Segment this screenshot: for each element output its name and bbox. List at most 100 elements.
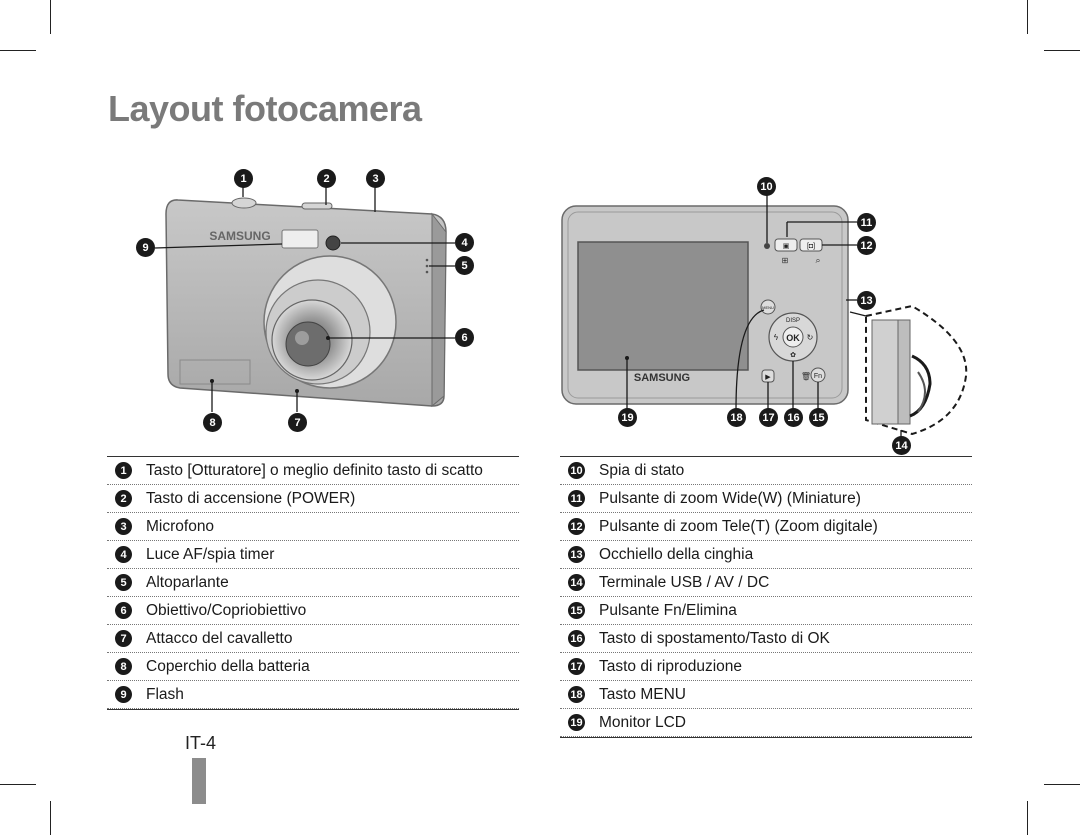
callout-9: 9 <box>136 238 155 257</box>
back-camera: SAMSUNG ▣ [◘] ⊞ ⌕ MENU OK DISP ϟ ↻ ✿ ▶ F… <box>561 205 849 405</box>
callout-16: 16 <box>784 408 803 427</box>
legend-num: 10 <box>568 462 585 479</box>
legend-num: 14 <box>568 574 585 591</box>
legend-label: Coperchio della batteria <box>146 657 310 675</box>
legend-num: 17 <box>568 658 585 675</box>
legend-num: 19 <box>568 714 585 731</box>
svg-text:🗑: 🗑 <box>801 372 811 381</box>
svg-text:▣: ▣ <box>783 243 790 250</box>
legend-row: 14 Terminale USB / AV / DC <box>560 569 972 597</box>
legend-row: 1 Tasto [Otturatore] o meglio definito ta… <box>107 457 519 485</box>
legend-row: 5 Altoparlante <box>107 569 519 597</box>
legend-front: 1 Tasto [Otturatore] o meglio definito ta… <box>107 456 519 710</box>
legend-row: 9 Flash <box>107 681 519 709</box>
legend-label: Pulsante Fn/Elimina <box>599 601 737 619</box>
legend-row: 2 Tasto di accensione (POWER) <box>107 485 519 513</box>
legend-row: 10 Spia di stato <box>560 457 972 485</box>
svg-text:⌕: ⌕ <box>815 255 820 265</box>
svg-text:↻: ↻ <box>807 333 814 342</box>
callout-7: 7 <box>288 413 307 432</box>
section-tab <box>192 758 206 804</box>
menu-button-label: MENU <box>762 305 774 310</box>
legend-row: 4 Luce AF/spia timer <box>107 541 519 569</box>
legend-row: 13 Occhiello della cinghia <box>560 541 972 569</box>
legend-num: 5 <box>115 574 132 591</box>
legend-label: Flash <box>146 685 184 703</box>
callout-4: 4 <box>455 233 474 252</box>
ok-button-label: OK <box>786 333 800 343</box>
callout-10: 10 <box>757 177 776 196</box>
crop-mark <box>0 50 36 51</box>
legend-row: 18 Tasto MENU <box>560 681 972 709</box>
legend-row: 16 Tasto di spostamento/Tasto di OK <box>560 625 972 653</box>
legend-num: 18 <box>568 686 585 703</box>
callout-8: 8 <box>203 413 222 432</box>
legend-num: 1 <box>115 462 132 479</box>
callout-19: 19 <box>618 408 637 427</box>
legend-label: Pulsante di zoom Wide(W) (Miniature) <box>599 489 861 507</box>
front-brand-logo: SAMSUNG <box>209 229 270 243</box>
legend-num: 4 <box>115 546 132 563</box>
crop-mark <box>0 784 36 785</box>
legend-label: Attacco del cavalletto <box>146 629 293 647</box>
callout-13: 13 <box>857 291 876 310</box>
legend-label: Microfono <box>146 517 215 535</box>
legend-row: 17 Tasto di riproduzione <box>560 653 972 681</box>
callout-2: 2 <box>317 169 336 188</box>
legend-label: Luce AF/spia timer <box>146 545 275 563</box>
crop-mark <box>1044 784 1080 785</box>
callout-12: 12 <box>857 236 876 255</box>
back-brand-logo: SAMSUNG <box>634 372 690 384</box>
legend-label: Tasto di spostamento/Tasto di OK <box>599 629 830 647</box>
svg-text:ϟ: ϟ <box>774 333 779 342</box>
front-camera: SAMSUNG <box>165 197 447 408</box>
legend-label: Spia di stato <box>599 461 685 479</box>
legend-num: 15 <box>568 602 585 619</box>
side-port-detail <box>849 304 968 436</box>
callout-6: 6 <box>455 328 474 347</box>
legend-row: 11 Pulsante di zoom Wide(W) (Miniature) <box>560 485 972 513</box>
legend-num: 12 <box>568 518 585 535</box>
legend-label: Pulsante di zoom Tele(T) (Zoom digitale) <box>599 517 878 535</box>
svg-text:[◘]: [◘] <box>807 243 815 250</box>
crop-mark <box>50 0 51 34</box>
legend-label: Tasto MENU <box>599 685 686 703</box>
callout-17: 17 <box>759 408 778 427</box>
legend-num: 8 <box>115 658 132 675</box>
svg-text:⊞: ⊞ <box>782 256 789 265</box>
legend-row: 7 Attacco del cavalletto <box>107 625 519 653</box>
callout-1: 1 <box>234 169 253 188</box>
callout-15: 15 <box>809 408 828 427</box>
legend-label: Altoparlante <box>146 573 229 591</box>
legend-num: 11 <box>568 490 585 507</box>
legend-num: 9 <box>115 686 132 703</box>
legend-num: 2 <box>115 490 132 507</box>
legend-label: Tasto [Otturatore] o meglio definito tas… <box>146 461 483 479</box>
callout-14: 14 <box>892 436 911 455</box>
legend-num: 3 <box>115 518 132 535</box>
legend-row: 12 Pulsante di zoom Tele(T) (Zoom digital… <box>560 513 972 541</box>
crop-mark <box>1044 50 1080 51</box>
crop-mark <box>1027 0 1028 34</box>
crop-mark <box>1027 801 1028 835</box>
callout-5: 5 <box>455 256 474 275</box>
legend-label: Occhiello della cinghia <box>599 545 754 563</box>
legend-label: Monitor LCD <box>599 713 686 731</box>
legend-num: 16 <box>568 630 585 647</box>
svg-text:✿: ✿ <box>790 352 796 359</box>
fn-button-label: Fn <box>814 373 822 380</box>
legend-label: Tasto di accensione (POWER) <box>146 489 356 507</box>
legend-label: Terminale USB / AV / DC <box>599 573 770 591</box>
legend-label: Tasto di riproduzione <box>599 657 743 675</box>
legend-row: 3 Microfono <box>107 513 519 541</box>
legend-num: 7 <box>115 630 132 647</box>
legend-row: 19 Monitor LCD <box>560 709 972 737</box>
page-title: Layout fotocamera <box>108 88 422 129</box>
legend-row: 15 Pulsante Fn/Elimina <box>560 597 972 625</box>
callout-3: 3 <box>366 169 385 188</box>
disp-button-label: DISP <box>786 318 800 324</box>
legend-num: 13 <box>568 546 585 563</box>
callout-18: 18 <box>727 408 746 427</box>
